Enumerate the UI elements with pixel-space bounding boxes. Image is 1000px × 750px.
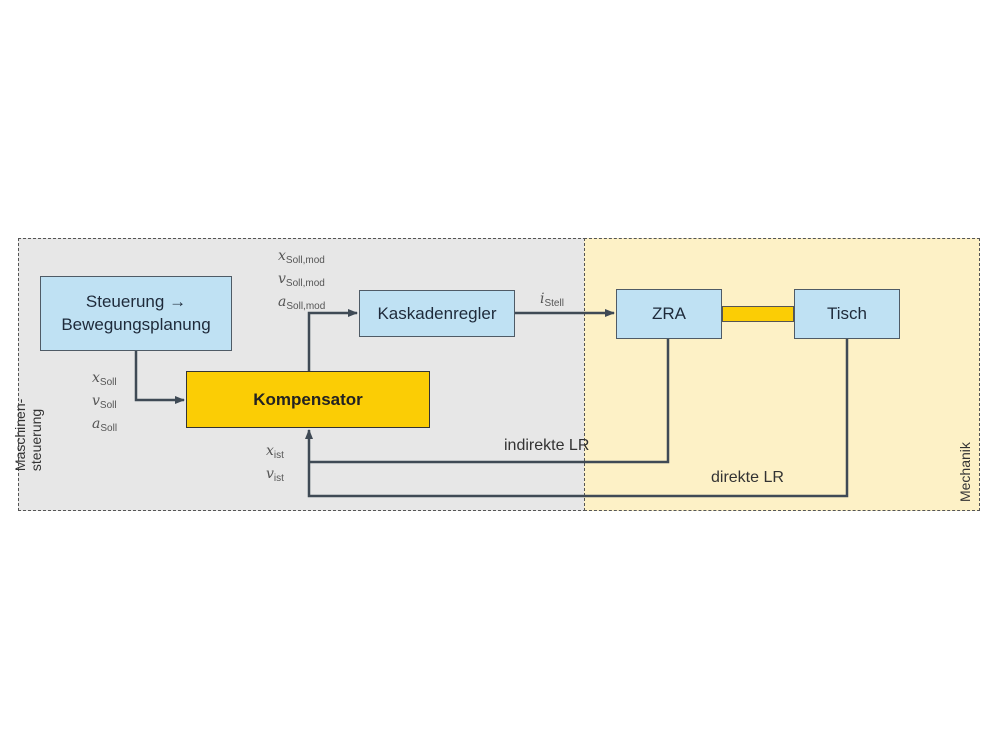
- direct-loop-label: direkte LR: [711, 469, 784, 486]
- steuerung-block-line1: Steuerung →: [85, 291, 187, 311]
- tisch-block: Tisch: [794, 289, 900, 339]
- soll-mod-signal-line: [307, 309, 358, 371]
- v-soll-mod-label: vSoll,mod: [278, 271, 325, 289]
- soll-mod-signals: xSoll,mod vSoll,mod aSoll,mod: [278, 247, 325, 316]
- x-soll-label: xSoll: [92, 370, 117, 388]
- zra-tisch-coupling: [722, 306, 794, 322]
- zra-block: ZRA: [616, 289, 722, 339]
- ist-signals: xist vist: [266, 442, 284, 488]
- x-ist-label: xist: [266, 443, 284, 461]
- a-soll-mod-label: aSoll,mod: [278, 294, 326, 312]
- direct-feedback-line: [305, 339, 849, 498]
- v-ist-label: vist: [266, 466, 284, 484]
- steuerung-block-line2: Bewegungsplanung: [61, 314, 211, 334]
- kompensator-block: Kompensator: [186, 371, 430, 428]
- indirect-loop-label: indirekte LR: [504, 437, 590, 454]
- soll-signal-line: [134, 351, 185, 404]
- indirect-feedback-line: [309, 339, 670, 464]
- i-stell-label: iStell: [540, 291, 564, 309]
- mechanics-region: [584, 238, 980, 511]
- soll-signals: xSoll vSoll aSoll: [92, 369, 117, 438]
- steuerung-block: Steuerung → Bewegungsplanung: [40, 276, 232, 351]
- kaskadenregler-block: Kaskadenregler: [359, 290, 515, 337]
- a-soll-label: aSoll: [92, 416, 118, 434]
- x-soll-mod-label: xSoll,mod: [278, 248, 325, 266]
- v-soll-label: vSoll: [92, 393, 117, 411]
